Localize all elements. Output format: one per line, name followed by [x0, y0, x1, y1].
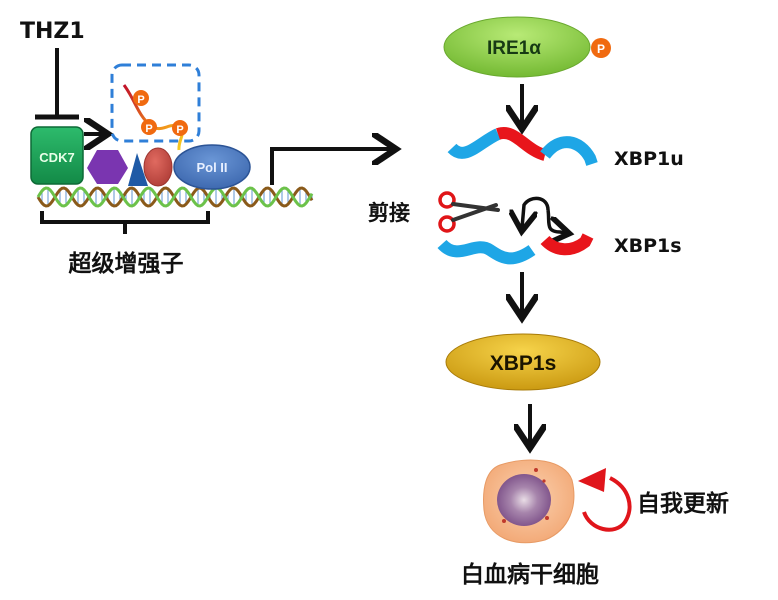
super-enhancer-label: 超级增强子	[69, 250, 184, 277]
ire1a-protein: IRE1α	[443, 16, 591, 78]
ctd-dashed-box	[110, 63, 201, 143]
purple-hexagon-factor	[87, 150, 128, 184]
blue-triangle-factor	[128, 153, 148, 186]
super-enhancer-bracket	[40, 211, 210, 234]
thz1-label: THZ1	[20, 19, 85, 44]
svg-text:P: P	[137, 94, 144, 106]
xbp1u-label: XBP1u	[614, 148, 684, 170]
red-oval-factor	[143, 147, 173, 187]
self-renewal-arrow	[582, 476, 632, 532]
xbp1u-mrna	[447, 127, 598, 166]
ire1a-label: IRE1α	[487, 38, 541, 59]
cdk7-protein: CDK7	[30, 126, 84, 185]
svg-text:P: P	[145, 123, 152, 135]
phospho-group-2: P	[141, 119, 157, 135]
pol2-protein: Pol II	[173, 144, 251, 190]
ctd-tail	[122, 84, 184, 151]
splicing-label: 剪接	[368, 201, 410, 225]
nucleus	[497, 474, 551, 526]
dna-helix	[36, 186, 314, 208]
pol2-label: Pol II	[196, 160, 227, 175]
transcription-arrow	[270, 149, 392, 185]
splice-arrow-out	[546, 209, 566, 233]
svg-text:P: P	[597, 42, 605, 56]
xbp1s-intron-red	[540, 233, 594, 256]
xbp1s-protein: XBP1s	[445, 333, 601, 391]
cdk7-label: CDK7	[39, 150, 74, 165]
svg-text:P: P	[176, 124, 183, 136]
scissors-icon	[438, 191, 500, 233]
splice-arrow-down	[522, 196, 550, 228]
ire1a-phospho: P	[591, 38, 611, 58]
phospho-group-1: P	[133, 90, 149, 106]
phospho-group-3: P	[172, 120, 188, 136]
self-renewal-arrowhead	[578, 468, 606, 492]
self-renewal-label: 自我更新	[637, 490, 729, 517]
xbp1s-mrna-blue	[437, 239, 536, 265]
cell-label: 白血病干细胞	[461, 561, 599, 588]
xbp1s-mrna-label: XBP1s	[614, 235, 682, 257]
leukemia-stem-cell	[483, 459, 575, 544]
xbp1s-protein-label: XBP1s	[490, 352, 557, 375]
